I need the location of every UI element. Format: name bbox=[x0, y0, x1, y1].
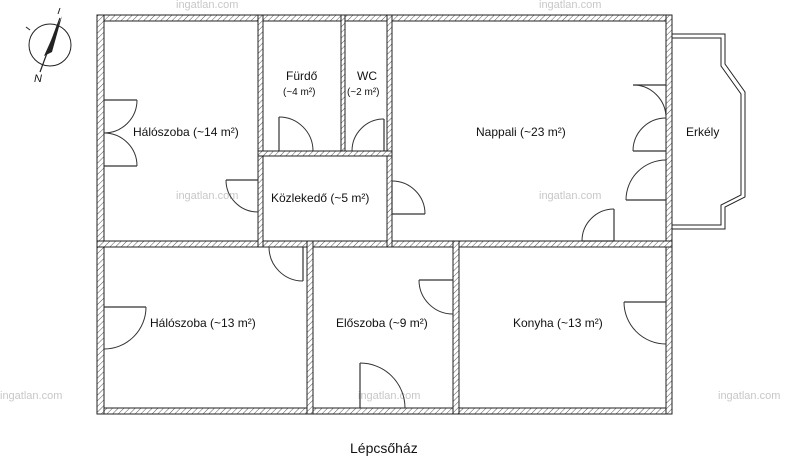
door-bedroom1-hall bbox=[225, 179, 259, 213]
room-label-bath: Fürdő bbox=[286, 69, 318, 83]
walls bbox=[96, 14, 673, 415]
watermark: ingatlan.com bbox=[358, 390, 420, 402]
watermark: ingatlan.com bbox=[176, 190, 238, 202]
watermark: ingatlan.com bbox=[718, 390, 780, 402]
door-entry-kitchen bbox=[418, 279, 454, 315]
watermark: ingatlan.com bbox=[539, 190, 601, 202]
room-label-wc: WC bbox=[357, 69, 377, 83]
compass-north-label: N bbox=[34, 73, 42, 85]
watermark: ingatlan.com bbox=[0, 390, 62, 402]
compass-arrow-icon bbox=[44, 16, 62, 56]
watermarks: ingatlan.com ingatlan.com ingatlan.com i… bbox=[0, 0, 780, 402]
balcony bbox=[672, 33, 746, 230]
door-bedroom1 bbox=[103, 99, 138, 167]
room-label-bedroom2: Hálószoba (~13 m²) bbox=[150, 316, 256, 330]
room-label-entry: Előszoba (~9 m²) bbox=[336, 316, 428, 330]
watermark: ingatlan.com bbox=[176, 0, 238, 11]
door-bedroom2 bbox=[268, 246, 304, 282]
door-kitchen bbox=[623, 301, 667, 345]
room-area-bath: (~4 m²) bbox=[283, 87, 316, 98]
door-bath bbox=[278, 116, 314, 152]
watermark: ingatlan.com bbox=[539, 0, 601, 11]
door-main-entrance bbox=[359, 362, 406, 409]
room-label-kitchen: Konyha (~13 m²) bbox=[513, 316, 603, 330]
door-living-balcony-1 bbox=[632, 84, 667, 152]
room-label-balcony: Erkély bbox=[686, 125, 719, 139]
door-hall-living bbox=[391, 180, 426, 215]
compass: N bbox=[25, 7, 72, 85]
door-living-balcony-2 bbox=[625, 159, 667, 201]
room-label-hallway: Közlekedő (~5 m²) bbox=[271, 191, 369, 205]
room-label-living: Nappali (~23 m²) bbox=[476, 125, 566, 139]
staircase-label: Lépcsőház bbox=[350, 440, 418, 456]
room-labels: Hálószoba (~14 m²) Fürdő (~4 m²) WC (~2 … bbox=[133, 69, 719, 330]
door-living-kitchen bbox=[581, 208, 615, 242]
doors bbox=[103, 84, 667, 409]
compass-circle bbox=[28, 23, 72, 67]
room-label-bedroom1: Hálószoba (~14 m²) bbox=[133, 125, 239, 139]
door-wc bbox=[351, 118, 385, 152]
door-bedroom2-left bbox=[103, 306, 147, 350]
room-area-wc: (~2 m²) bbox=[347, 87, 380, 98]
